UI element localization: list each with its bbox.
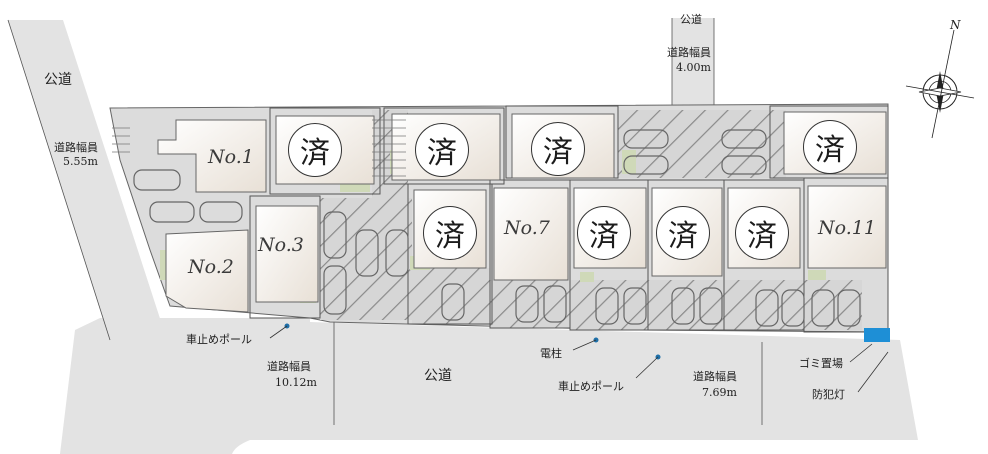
sold-mark: 済 [803,120,857,174]
utility-pole-label: 電柱 [540,347,562,360]
house-no3 [255,205,319,303]
main-road-right-width-label: 道路幅員 [693,370,737,383]
main-road-left-width-label: 道路幅員 [267,360,311,373]
sold-mark: 済 [735,206,789,260]
sold-mark: 済 [656,206,710,260]
house-no2 [165,229,249,313]
security-light-label: 防犯灯 [812,388,845,401]
top-road-width-label: 道路幅員 [667,46,711,59]
lot-label-no7: No.7 [504,217,550,239]
bollard-right-label: 車止めポール [558,380,624,393]
top-road-name: 公道 [680,13,702,26]
driveway-hatch [618,110,786,178]
house-no1 [157,119,267,193]
house-no7 [493,187,569,281]
lot-label-no1: No.1 [208,146,254,168]
driveway-hatch [724,280,804,330]
sold-mark: 済 [577,206,631,260]
main-road-name: 公道 [424,368,452,384]
lot-label-no2: No.2 [188,256,234,278]
house-no11 [807,185,887,269]
lot-label-no11: No.11 [818,217,876,239]
left-road-width-value: 5.55m [63,155,98,168]
main-road-right-width-value: 7.69m [702,386,737,399]
compass-north-label: N [950,18,961,32]
sold-mark: 済 [415,123,469,177]
left-road-name: 公道 [44,72,72,88]
left-public-road [8,20,167,340]
driveway-hatch [412,268,490,324]
left-road-width-label: 道路幅員 [54,141,98,154]
top-road-width-value: 4.00m [676,61,711,74]
main-public-road [60,318,918,454]
sold-mark: 済 [423,206,477,260]
top-public-road [672,18,714,106]
sold-mark: 済 [531,122,585,176]
driveway-hatch [320,198,412,320]
bollard-left-label: 車止めポール [186,333,252,346]
garbage-label: ゴミ置場 [799,357,843,370]
garbage-area [864,328,890,342]
compass-rose [905,29,975,139]
lot-label-no3: No.3 [258,234,304,256]
driveway-hatch [490,280,570,328]
sold-mark: 済 [288,123,342,177]
main-road-left-width-value: 10.12m [275,376,317,389]
